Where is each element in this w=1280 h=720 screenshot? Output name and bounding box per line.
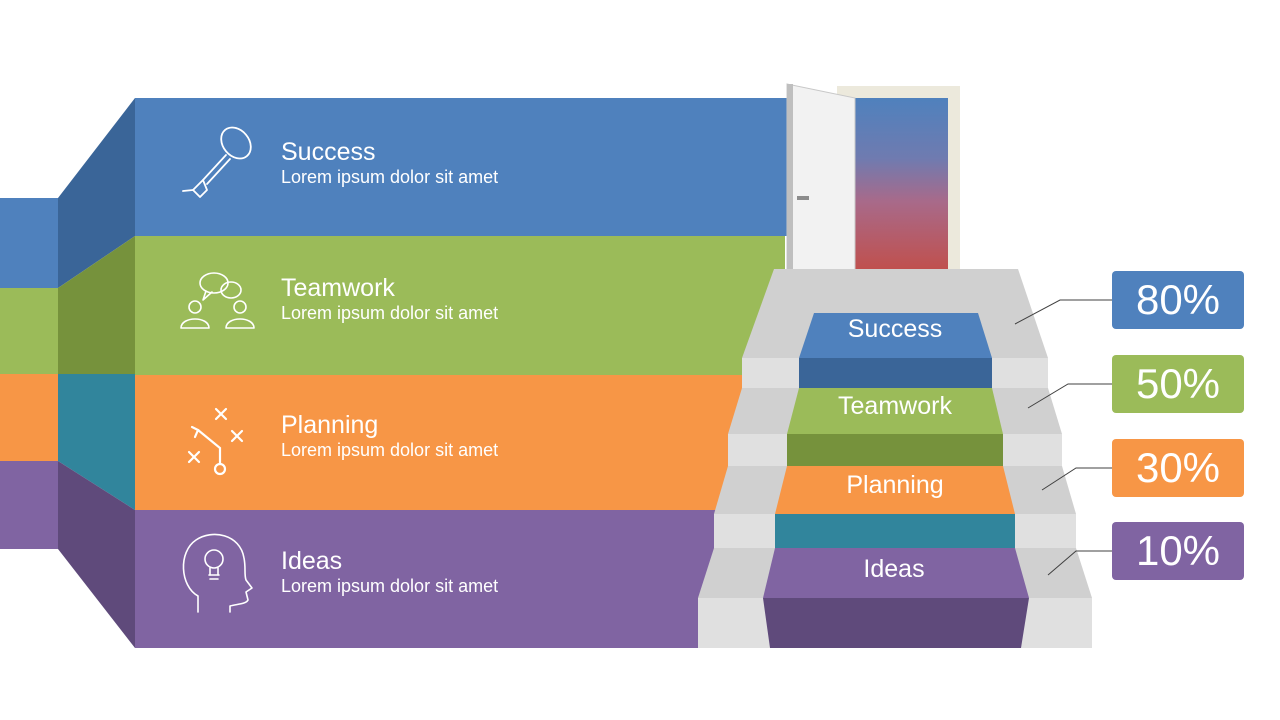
carpet-success-riser bbox=[799, 358, 992, 388]
step-label-ideas: Ideas bbox=[863, 555, 924, 583]
connector-ideas bbox=[58, 461, 135, 648]
carpet-planning-tread bbox=[775, 466, 1015, 514]
callout-line-50 bbox=[1027, 383, 1112, 409]
percent-box-planning: 30% bbox=[1112, 439, 1244, 497]
left-stub-ideas bbox=[0, 461, 58, 549]
carpet-teamwork-tread bbox=[787, 388, 1003, 434]
band-title-planning: Planning bbox=[281, 411, 379, 439]
door-hinge-edge bbox=[787, 84, 793, 300]
carpet-planning-riser bbox=[775, 514, 1015, 548]
people-chat-icon bbox=[180, 272, 255, 329]
head-lightbulb-icon bbox=[182, 533, 253, 613]
connector-planning bbox=[58, 374, 135, 510]
callout-line-80 bbox=[1014, 299, 1112, 325]
open-door bbox=[786, 83, 856, 301]
carpet-ideas-riser bbox=[763, 598, 1029, 648]
band-text-ideas: Ideas Lorem ipsum dolor sit amet bbox=[281, 547, 498, 597]
band-title-ideas: Ideas bbox=[281, 547, 343, 575]
carpet-ideas-tread bbox=[763, 548, 1029, 598]
percent-box-teamwork: 50% bbox=[1112, 355, 1244, 413]
left-stub-success bbox=[0, 198, 58, 288]
key-icon bbox=[182, 126, 252, 198]
band-desc-success: Lorem ipsum dolor sit amet bbox=[281, 167, 499, 187]
doorway bbox=[855, 98, 948, 270]
callout-line-10 bbox=[1047, 550, 1112, 576]
band-desc-teamwork: Lorem ipsum dolor sit amet bbox=[281, 303, 499, 323]
left-stub-planning bbox=[0, 374, 58, 461]
band-desc-planning: Lorem ipsum dolor sit amet bbox=[281, 440, 499, 460]
connector-success bbox=[58, 98, 135, 288]
step-label-planning: Planning bbox=[846, 471, 943, 499]
band-title-success: Success bbox=[281, 138, 376, 166]
callout-line-30 bbox=[1041, 467, 1112, 491]
band-text-planning: Planning Lorem ipsum dolor sit amet bbox=[281, 411, 498, 461]
strategy-play-icon bbox=[187, 407, 244, 476]
band-title-teamwork: Teamwork bbox=[281, 274, 395, 302]
carpet-teamwork-riser bbox=[787, 434, 1003, 466]
left-stub-teamwork bbox=[0, 288, 58, 374]
connector-teamwork bbox=[58, 236, 135, 374]
band-teamwork bbox=[135, 236, 785, 375]
band-text-teamwork: Teamwork Lorem ipsum dolor sit amet bbox=[281, 274, 498, 324]
band-ideas bbox=[135, 510, 745, 648]
step-label-success: Success bbox=[848, 315, 942, 343]
band-text-success: Success Lorem ipsum dolor sit amet bbox=[281, 138, 498, 188]
step-label-teamwork: Teamwork bbox=[838, 392, 952, 420]
carpet-success-tread bbox=[799, 313, 992, 358]
percent-box-ideas: 10% bbox=[1112, 522, 1244, 580]
band-success bbox=[135, 98, 795, 236]
band-desc-ideas: Lorem ipsum dolor sit amet bbox=[281, 576, 499, 596]
band-planning bbox=[135, 375, 755, 510]
door-handle bbox=[797, 196, 809, 200]
percent-box-success: 80% bbox=[1112, 271, 1244, 329]
